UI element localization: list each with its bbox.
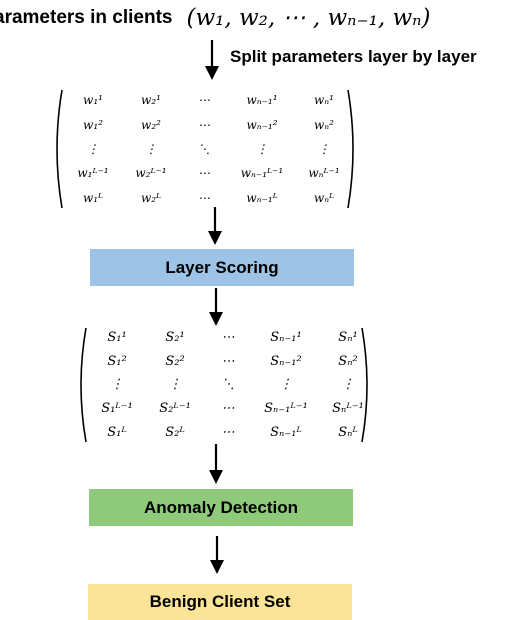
score-cell: S₁ᴸ⁻¹	[101, 401, 133, 417]
weight-cell: ⋮	[87, 141, 99, 156]
weight-cell: wₙᴸ	[313, 190, 335, 205]
down-arrow-icon	[209, 444, 223, 484]
score-cell: Sₙᴸ⁻¹	[332, 401, 364, 417]
weight-cell: w₂ᴸ	[140, 190, 162, 205]
down-arrow-icon	[209, 288, 223, 326]
score-cell: Sₙ₋₁ᴸ⁻¹	[264, 401, 308, 417]
score-cell: Sₙᴸ	[338, 424, 358, 440]
weight-cell: ⋯	[198, 166, 210, 181]
score-cell: ⋮	[279, 377, 293, 393]
heading-text: arameters in clients	[0, 7, 173, 28]
score-cell: S₂²	[165, 353, 185, 369]
score-cell: ⋮	[110, 377, 124, 393]
left-bracket	[56, 89, 63, 209]
weight-cell: wₙ²	[314, 117, 334, 132]
weight-matrix-grid: w₁¹ w₂¹ ⋯ wₙ₋₁¹ wₙ¹ w₁² w₂² ⋯ wₙ₋₁² wₙ² ⋮ ⋮ ⋱ ⋮ ⋮ w₁ᴸ⁻¹…	[64, 88, 346, 210]
weight-cell: wₙ₋₁ᴸ⁻¹	[240, 166, 284, 181]
parameter-vector: (w₁, w₂, ⋯ , wₙ₋₁, wₙ)	[186, 5, 431, 31]
weight-cell: wₙ₋₁²	[246, 117, 278, 132]
layer-scoring-box: Layer Scoring	[90, 249, 354, 286]
score-cell: ⋮	[168, 377, 182, 393]
down-arrow-icon	[210, 536, 224, 574]
score-cell: Sₙ¹	[338, 330, 358, 346]
score-cell: Sₙ₋₁¹	[270, 330, 302, 346]
score-cell: ⋮	[341, 377, 355, 393]
score-cell: ⋱	[221, 377, 235, 393]
weight-cell: ⋯	[198, 117, 210, 132]
weight-cell: w₂²	[141, 117, 161, 132]
header-row: arameters in clients (w₁, w₂, ⋯ , wₙ₋₁, …	[0, 2, 508, 34]
weight-cell: ⋯	[198, 93, 210, 108]
score-matrix-grid: S₁¹ S₂¹ ⋯ Sₙ₋₁¹ Sₙ¹ S₁² S₂² ⋯ Sₙ₋₁² Sₙ² ⋮ ⋮ ⋱ ⋮ ⋮ S₁ᴸ⁻¹…	[88, 326, 364, 444]
weight-matrix: w₁¹ w₂¹ ⋯ wₙ₋₁¹ wₙ¹ w₁² w₂² ⋯ wₙ₋₁² wₙ² ⋮ ⋮ ⋱ ⋮ ⋮ w₁ᴸ⁻¹…	[50, 88, 360, 210]
weight-cell: ⋱	[198, 141, 210, 156]
score-cell: ⋯	[221, 401, 235, 417]
weight-cell: wₙ₋₁¹	[246, 93, 278, 108]
down-arrow-icon	[208, 207, 222, 245]
score-cell: Sₙ₋₁ᴸ	[270, 424, 302, 440]
score-cell: S₁¹	[107, 330, 127, 346]
weight-cell: ⋮	[256, 141, 268, 156]
score-cell: Sₙ²	[338, 353, 358, 369]
score-cell: S₁²	[107, 353, 127, 369]
weight-cell: w₁¹	[83, 93, 103, 108]
weight-cell: ⋯	[198, 190, 210, 205]
weight-cell: w₁²	[83, 117, 103, 132]
score-cell: Sₙ₋₁²	[270, 353, 302, 369]
split-arrow-icon	[205, 40, 219, 80]
weight-cell: w₂ᴸ⁻¹	[135, 166, 167, 181]
score-cell: S₂ᴸ⁻¹	[159, 401, 191, 417]
score-matrix: S₁¹ S₂¹ ⋯ Sₙ₋₁¹ Sₙ¹ S₁² S₂² ⋯ Sₙ₋₁² Sₙ² ⋮ ⋮ ⋱ ⋮ ⋮ S₁ᴸ⁻¹…	[74, 326, 374, 444]
benign-client-set-box: Benign Client Set	[88, 584, 352, 620]
weight-cell: w₁ᴸ⁻¹	[77, 166, 109, 181]
score-cell: ⋯	[221, 353, 235, 369]
score-cell: ⋯	[221, 424, 235, 440]
weight-cell: ⋮	[318, 141, 330, 156]
weight-cell: w₂¹	[141, 93, 161, 108]
score-cell: S₁ᴸ	[107, 424, 127, 440]
right-bracket	[361, 327, 368, 443]
anomaly-detection-box: Anomaly Detection	[89, 489, 353, 526]
score-cell: S₂¹	[165, 330, 185, 346]
split-step-label: Split parameters layer by layer	[230, 47, 477, 66]
score-cell: ⋯	[221, 330, 235, 346]
weight-cell: wₙᴸ⁻¹	[308, 166, 340, 181]
left-bracket	[80, 327, 87, 443]
score-cell: S₂ᴸ	[165, 424, 185, 440]
weight-cell: w₁ᴸ	[82, 190, 104, 205]
weight-cell: wₙ₋₁ᴸ	[246, 190, 278, 205]
right-bracket	[347, 89, 354, 209]
weight-cell: wₙ¹	[314, 93, 334, 108]
weight-cell: ⋮	[145, 141, 157, 156]
